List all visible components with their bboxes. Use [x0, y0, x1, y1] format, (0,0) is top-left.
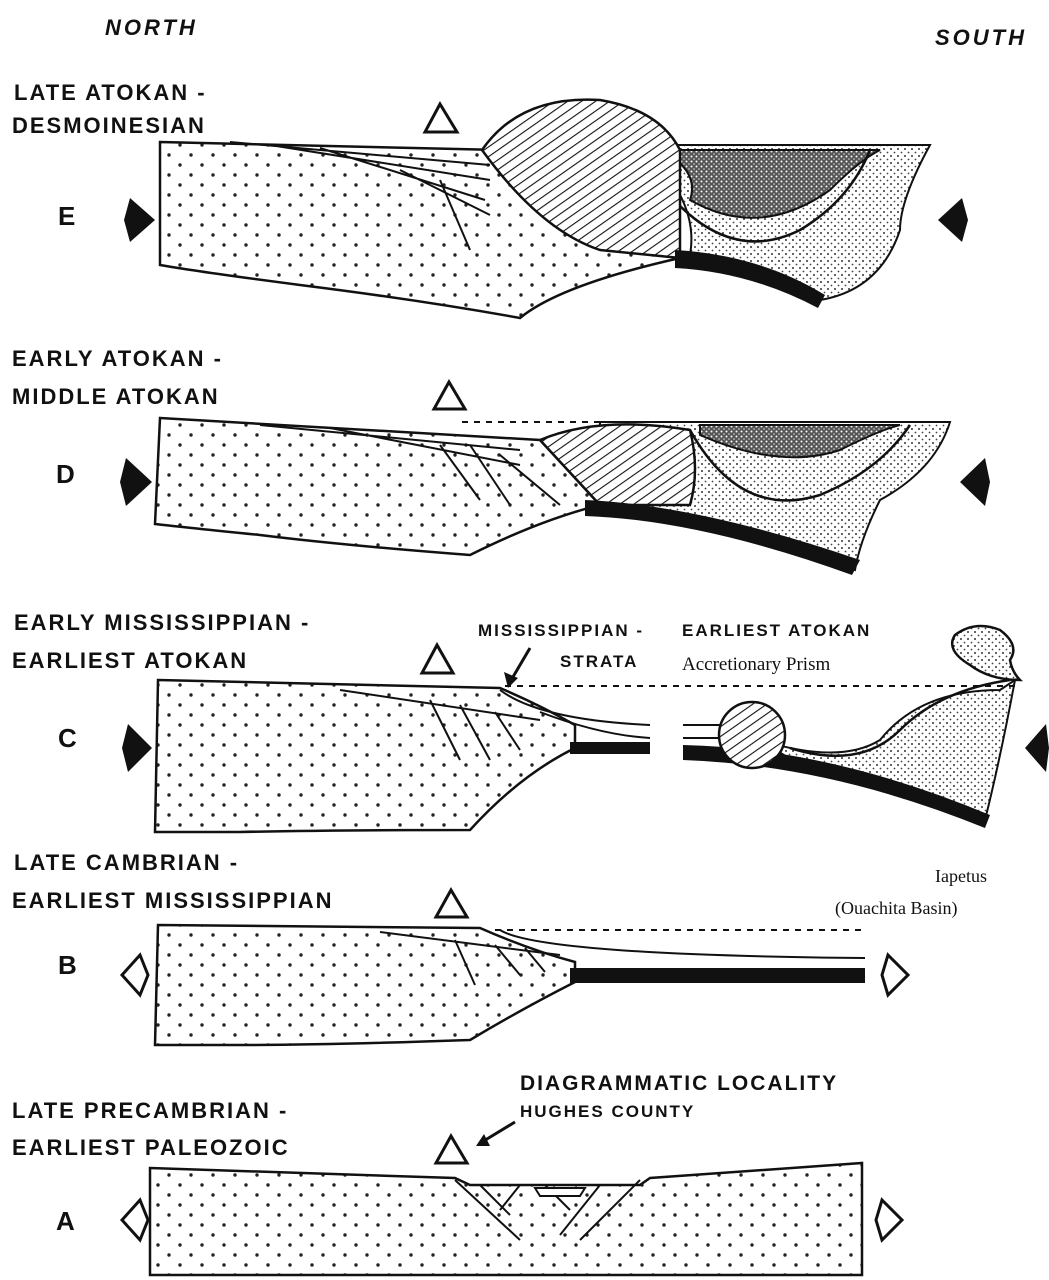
locality-triangle-b — [436, 890, 467, 917]
crust-a — [150, 1163, 862, 1275]
arrow-left-open-a — [122, 1200, 148, 1240]
locality-triangle-d — [434, 382, 465, 409]
panel-a: LATE PRECAMBRIAN - EARLIEST PALEOZOIC A … — [12, 1072, 902, 1275]
rift-basin-a — [535, 1188, 585, 1196]
panel-d-age-line1: EARLY ATOKAN - — [12, 346, 223, 371]
panel-d-letter: D — [56, 459, 77, 489]
arrow-left-filled-d — [120, 458, 152, 506]
strata-label-line2: STRATA — [560, 652, 638, 671]
panel-e-age-line2: DESMOINESIAN — [12, 113, 206, 138]
arrow-right-filled-d — [960, 458, 990, 506]
oceanic-crust-c-left — [570, 742, 650, 754]
locality-pointer-arrow — [482, 1122, 515, 1142]
accretionary-prism — [719, 702, 785, 768]
craton-b — [155, 925, 575, 1045]
panel-c-age-line2: EARLIEST ATOKAN — [12, 648, 248, 673]
basin-label-line1: Iapetus — [935, 866, 987, 886]
panel-b-age-line2: EARLIEST MISSISSIPPIAN — [12, 888, 334, 913]
arrow-left-filled-c — [122, 724, 152, 772]
craton-d — [155, 418, 600, 555]
panel-e-letter: E — [58, 201, 77, 231]
arrow-right-filled-c — [1025, 724, 1049, 772]
panel-c-letter: C — [58, 723, 79, 753]
prism-label-line1: EARLIEST ATOKAN — [682, 621, 871, 640]
arrow-right-open-a — [876, 1200, 902, 1240]
volcanic-plume — [952, 626, 1020, 680]
panel-a-age-line1: LATE PRECAMBRIAN - — [12, 1098, 288, 1123]
panel-d: EARLY ATOKAN - MIDDLE ATOKAN D — [12, 346, 990, 575]
panel-b-letter: B — [58, 950, 79, 980]
craton-c — [155, 680, 575, 832]
strata-label-line1: MISSISSIPPIAN - — [478, 621, 644, 640]
arrow-left-open-b — [122, 955, 148, 995]
oceanic-crust-b — [570, 968, 865, 983]
north-label: NORTH — [105, 15, 198, 40]
panel-a-age-line2: EARLIEST PALEOZOIC — [12, 1135, 290, 1160]
panel-b-age-line1: LATE CAMBRIAN - — [14, 850, 239, 875]
locality-label-line2: HUGHES COUNTY — [520, 1102, 695, 1121]
locality-label-line1: DIAGRAMMATIC LOCALITY — [520, 1072, 838, 1095]
panel-d-age-line2: MIDDLE ATOKAN — [12, 384, 220, 409]
locality-triangle-a — [436, 1136, 467, 1163]
basin-label-line2: (Ouachita Basin) — [835, 898, 957, 919]
panel-c-age-line1: EARLY MISSISSIPPIAN - — [14, 610, 310, 635]
panel-e-age-line1: LATE ATOKAN - — [14, 80, 207, 105]
south-label: SOUTH — [935, 25, 1027, 50]
prism-label-line2: Accretionary Prism — [682, 654, 830, 675]
panel-e: LATE ATOKAN - DESMOINESIAN E — [12, 80, 968, 318]
panel-b: LATE CAMBRIAN - EARLIEST MISSISSIPPIAN B… — [12, 850, 987, 1045]
arrow-right-filled-e — [938, 198, 968, 242]
locality-triangle-e — [425, 104, 457, 132]
panel-a-letter: A — [56, 1206, 77, 1236]
arrow-right-open-b — [882, 955, 908, 995]
arrow-left-filled-e — [124, 198, 155, 242]
locality-triangle-c — [422, 645, 453, 673]
panel-c: EARLY MISSISSIPPIAN - EARLIEST ATOKAN C … — [12, 610, 1049, 832]
